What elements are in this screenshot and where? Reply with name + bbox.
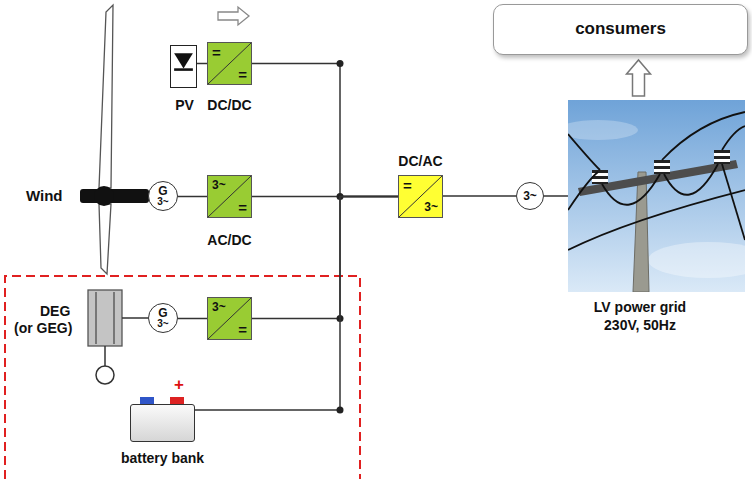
turbine-blade: [99, 204, 111, 274]
junction-dot: [337, 60, 344, 67]
engine-rod: [104, 346, 106, 366]
converter-symbol: 3~: [212, 178, 226, 193]
engine-shaft: [122, 317, 148, 319]
diode-symbol: [171, 46, 196, 87]
pv-panel: PV: [170, 45, 197, 88]
component-label: DC/AC: [380, 153, 461, 169]
wind-turbine: [80, 5, 149, 274]
turbine-hub: [94, 186, 114, 206]
generator-symbol: G: [149, 185, 177, 197]
converter-symbol: =: [238, 200, 247, 215]
engine-detail: [113, 292, 115, 344]
converter-symbol: =: [403, 178, 412, 193]
turbine-nacelle: [80, 189, 149, 203]
text-holder: G: [149, 185, 177, 197]
generator-symbol: G: [149, 307, 177, 319]
battery-symbol: battery bank: [130, 404, 195, 442]
text-holder: 3~: [424, 200, 438, 215]
diode-bar: [174, 68, 193, 71]
text-holder: Wind: [26, 187, 63, 205]
phase-symbol: 3~: [517, 190, 543, 202]
photo-pole: [633, 172, 649, 292]
text-holder: 3~: [149, 196, 177, 207]
diagonal-line: [208, 298, 251, 339]
text-holder: =: [238, 67, 247, 82]
diode-triangle: [174, 53, 193, 68]
text-holder: =: [238, 322, 247, 337]
phase-symbol: 3~: [149, 196, 177, 207]
diagonal-line: [208, 176, 251, 217]
wire: [178, 196, 207, 198]
component-label: PV: [154, 97, 215, 113]
text-holder: +: [171, 376, 187, 394]
component-label: DC/DC: [189, 97, 270, 113]
flow-arrow: [218, 7, 249, 25]
wire: [443, 195, 516, 197]
text-holder: consumers: [494, 19, 747, 39]
converter-symbol: =: [238, 322, 247, 337]
phase-symbol: 3~: [149, 318, 177, 329]
wire: [252, 64, 398, 197]
source-label: Wind: [26, 187, 63, 205]
source-label: DEG (or GEG): [14, 303, 86, 337]
component-label: battery bank: [115, 450, 210, 466]
diagonal-line: [399, 176, 442, 217]
converter-symbol: =: [212, 45, 221, 60]
text-holder: DEG (or GEG): [14, 303, 86, 337]
engine-symbol: [88, 290, 148, 384]
turbine-blade: [99, 5, 113, 188]
converter-box: ==DC/DC: [207, 42, 252, 85]
text-holder: DC/AC: [380, 153, 461, 169]
engine-detail: [95, 292, 97, 344]
grid-photo: [568, 100, 745, 292]
box-title: consumers: [494, 19, 747, 39]
text-holder: G: [149, 307, 177, 319]
grid-photo-frame: LV power grid 230V, 50Hz: [568, 100, 745, 292]
wire: [195, 197, 398, 411]
junction-dot: [337, 407, 344, 414]
converter-symbol: =: [238, 67, 247, 82]
text-holder: DC/DC: [189, 97, 270, 113]
consumer-box: consumers: [493, 4, 748, 55]
text-holder: =: [403, 178, 412, 193]
photo-cloud: [568, 120, 638, 140]
text-holder: AC/DC: [189, 232, 270, 248]
converter-box: 3~=AC/DC: [207, 175, 252, 218]
inverter-box: DC/AC=3~: [398, 175, 443, 218]
diagonal-line: [208, 43, 251, 84]
polarity-mark: +: [171, 376, 187, 394]
text-holder: =: [238, 200, 247, 215]
dashed-region: [5, 276, 360, 479]
engine-wheel: [96, 366, 114, 384]
generator-circle: G3~: [148, 303, 178, 333]
photo-cloud: [648, 242, 745, 278]
converter-symbol: 3~: [424, 200, 438, 215]
battery-terminal: [140, 397, 154, 404]
converter-symbol: 3~: [212, 300, 226, 315]
phase-circle: 3~: [516, 182, 544, 210]
text-holder: LV power grid 230V, 50Hz: [580, 298, 700, 334]
wire: [544, 195, 568, 197]
grid-label: LV power grid 230V, 50Hz: [580, 298, 700, 334]
text-holder: 3~: [149, 318, 177, 329]
text-holder: =: [212, 45, 221, 60]
text-holder: 3~: [517, 190, 543, 202]
battery-terminal: [170, 397, 184, 404]
text-holder: PV: [154, 97, 215, 113]
hollow-arrow: [627, 60, 651, 96]
component-label: AC/DC: [189, 232, 270, 248]
wire: [178, 318, 207, 320]
engine-body: [88, 290, 122, 346]
generator-circle: G3~: [148, 181, 178, 211]
text-holder: battery bank: [115, 450, 210, 466]
text-holder: 3~: [212, 178, 226, 193]
photo-wires: [568, 112, 745, 250]
converter-box: 3~ =: [207, 297, 252, 340]
wire: [197, 63, 207, 65]
text-holder: 3~: [212, 300, 226, 315]
wire: [252, 197, 398, 319]
